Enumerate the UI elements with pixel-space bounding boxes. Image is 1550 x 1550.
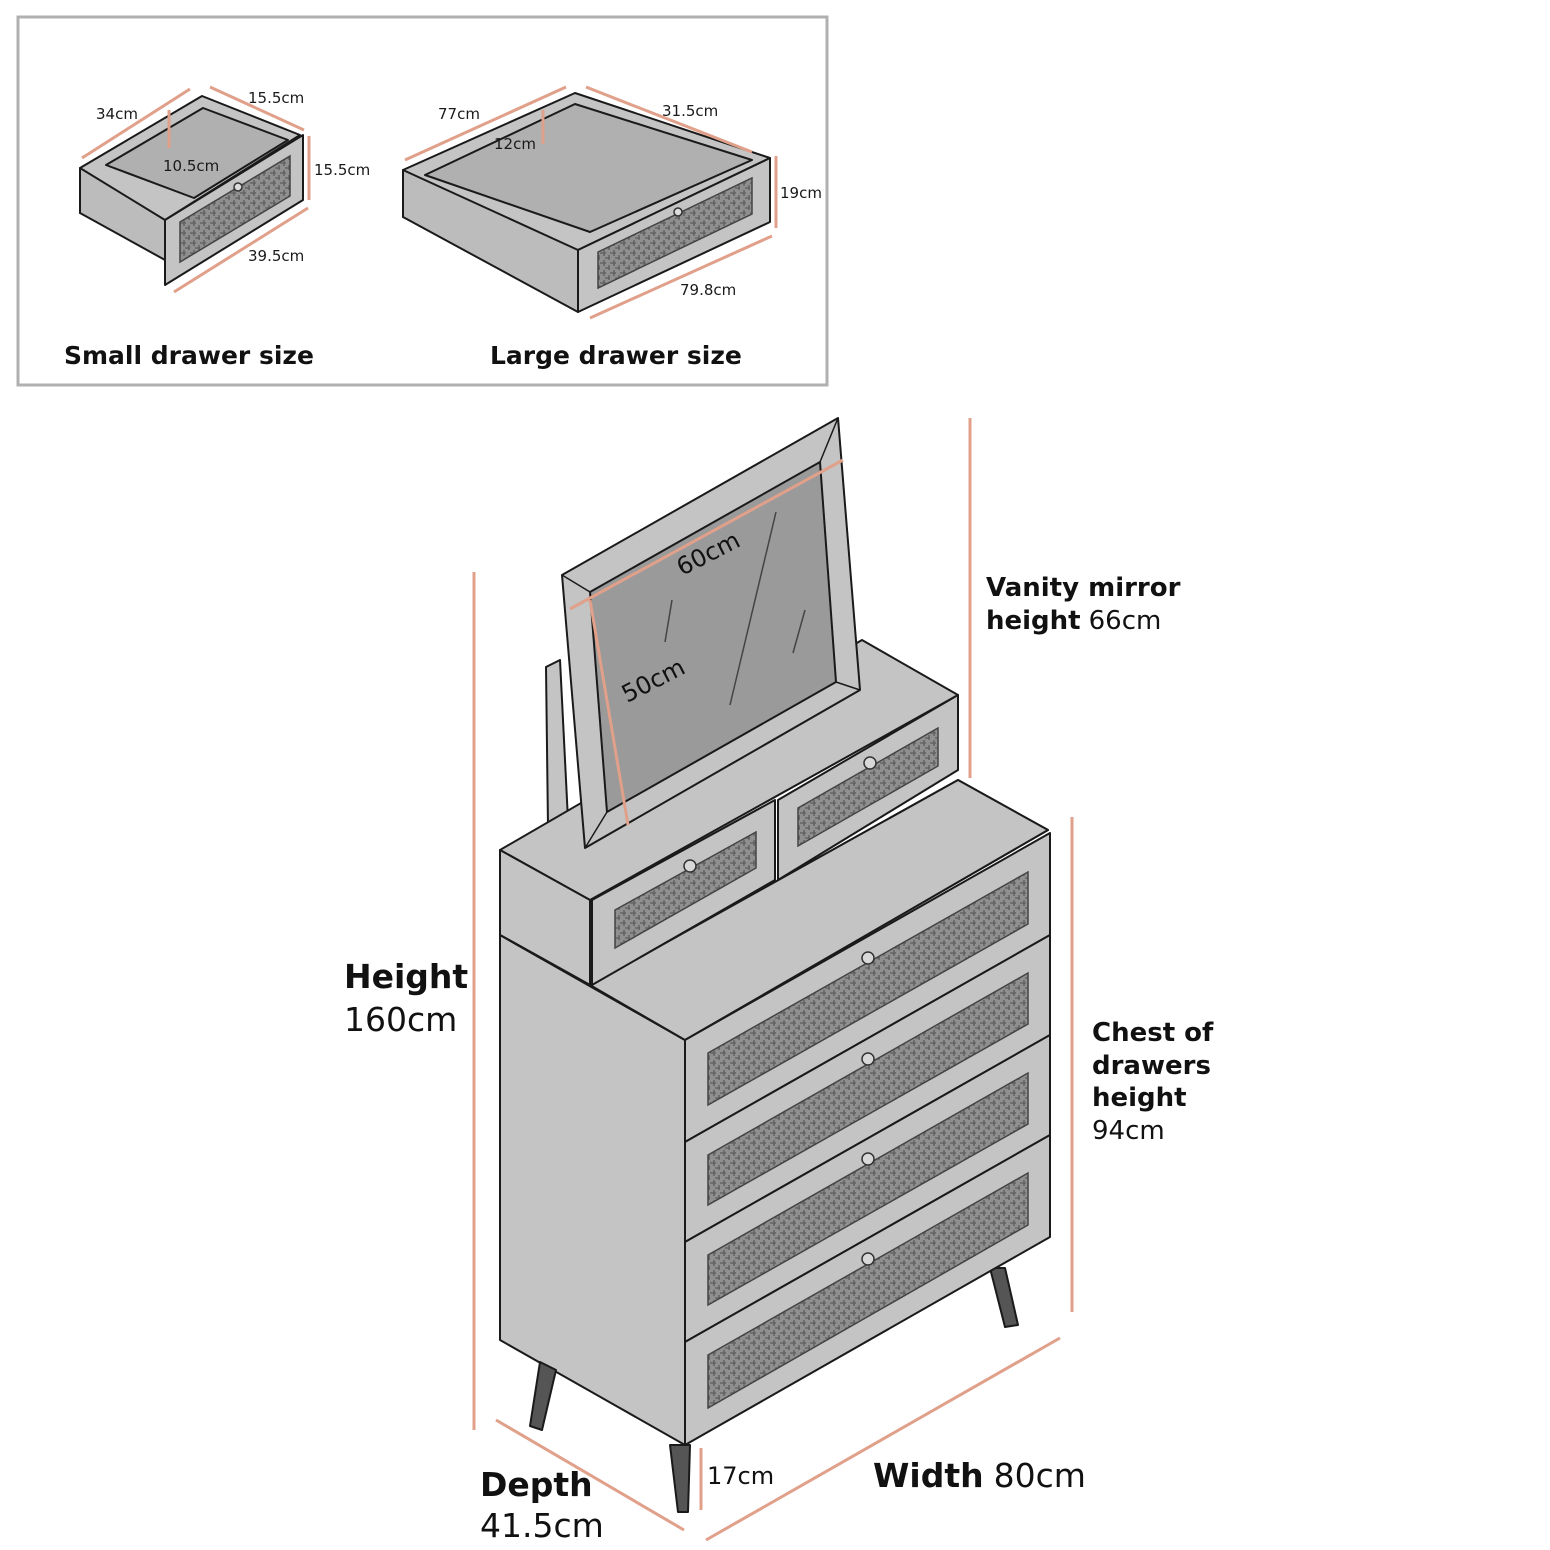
large-drawer-caption: Large drawer size — [490, 341, 742, 370]
small-drawer-side-label: 15.5cm — [248, 89, 304, 107]
chest-height-value: 94cm — [1092, 1116, 1165, 1146]
small-drawer-caption: Small drawer size — [64, 341, 314, 370]
large-drawer-front-height-label: 19cm — [780, 184, 822, 202]
depth-title: Depth — [480, 1465, 593, 1504]
height-value: 160cm — [344, 1000, 457, 1039]
large-drawer-illustration — [402, 85, 778, 320]
large-drawer-fronts — [684, 832, 1051, 1446]
small-drawer-inner-height-label: 10.5cm — [163, 157, 219, 175]
vanity-title-line2: height 66cm — [986, 606, 1161, 636]
chest-with-mirror-illustration — [499, 417, 1051, 1513]
chest-title-line1: Chest of — [1092, 1018, 1214, 1048]
small-drawer-width-label: 39.5cm — [248, 247, 304, 265]
large-drawer-inner-height-label: 12cm — [494, 135, 536, 153]
large-drawer-side-label: 31.5cm — [662, 102, 718, 120]
width-dimension-line — [705, 1336, 1061, 1542]
vanity-height-word: height — [986, 606, 1081, 636]
small-drawer-depth-label: 34cm — [96, 105, 138, 123]
vanity-mirror — [561, 417, 861, 849]
drawer-size-inset: 34cm 15.5cm 10.5cm 15.5cm 39.5cm Small d… — [16, 15, 829, 387]
small-drawer-front-height-label: 15.5cm — [314, 161, 370, 179]
width-title: Width — [873, 1456, 984, 1495]
large-drawer-width-label: 79.8cm — [680, 281, 736, 299]
leg-height-value: 17cm — [707, 1462, 774, 1490]
width-label: Width 80cm — [873, 1456, 1086, 1495]
chest-title-line3: height — [1092, 1083, 1187, 1113]
depth-dimension-line — [495, 1418, 685, 1532]
chest-title-line2: drawers — [1092, 1051, 1211, 1081]
width-value: 80cm — [994, 1456, 1086, 1495]
small-drawer-illustration — [79, 85, 311, 294]
large-drawer-depth-label: 77cm — [438, 105, 480, 123]
vanity-title-line1: Vanity mirror — [986, 573, 1181, 603]
depth-value: 41.5cm — [480, 1506, 604, 1545]
vanity-height-value: 66cm — [1089, 606, 1162, 636]
height-title: Height — [344, 957, 468, 996]
